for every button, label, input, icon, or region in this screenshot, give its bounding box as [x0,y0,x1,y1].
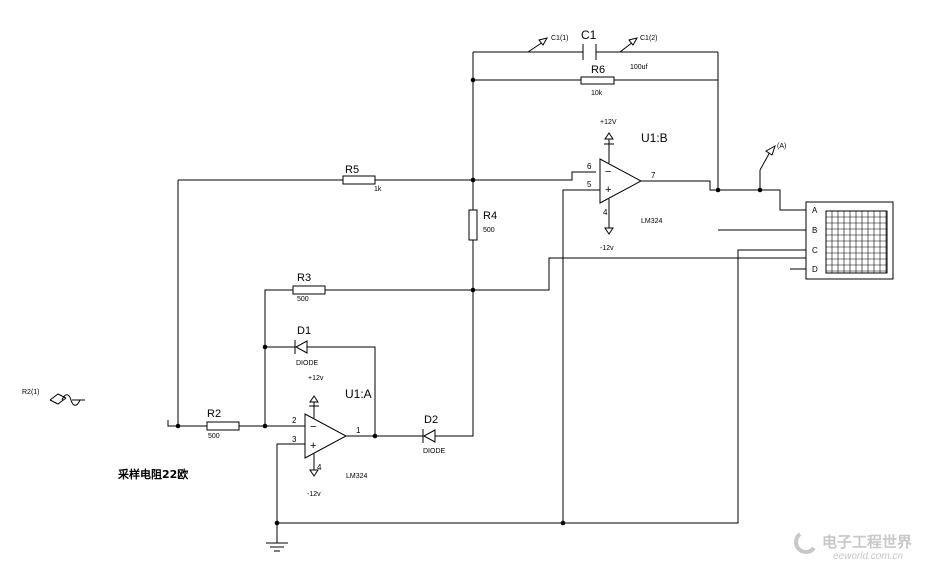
u1b-ref: U1:B [641,131,668,145]
scope-channel-d: D [812,265,818,274]
junction [262,344,268,350]
u1b-supply-pos: +12V [600,119,617,126]
oscilloscope-screen [825,210,888,274]
u1a-supply-neg: -12v [307,491,321,498]
r2-ref: R2 [207,408,221,420]
scope-channel-a: A [812,206,818,215]
junction [372,433,378,439]
junction [757,187,763,193]
r6-ref: R6 [591,64,605,76]
wire-d1 [265,346,376,436]
junction [274,520,280,526]
junction [470,77,476,83]
r6-value: 10k [591,90,603,97]
wire-ground-bus [276,249,810,543]
probe-r2-1-label: R2(1) [22,389,40,396]
r3-ref: R3 [297,272,311,284]
r5-value: 1k [374,186,382,193]
d2-ref: D2 [424,414,438,426]
opamp-u1a[interactable]: − + 2 3 1 4 U1:A LM324 +12v -12v [292,375,372,498]
u1b-pin7: 7 [651,171,656,180]
u1a-ref: U1:A [345,387,372,401]
wire-r5 [178,171,596,181]
d1-value: DIODE [296,360,319,367]
scope-channel-c: C [812,246,818,255]
opamp-u1b[interactable]: − + 6 5 7 4 U1:B LM324 +12V -12v [587,119,668,252]
junction [175,423,181,429]
u1b-pin4: 4 [603,208,608,217]
wire-input [72,180,305,427]
resistor-r5[interactable]: R5 1k [342,164,382,193]
resistor-r4[interactable]: R4 500 [468,209,497,241]
resistor-r3[interactable]: R3 500 [292,272,326,303]
c1-value: 100uf [630,64,648,71]
diode-d1[interactable]: D1 DIODE [294,325,319,367]
c1-ref: C1 [581,28,597,42]
probe-c1-2-label: C1(2) [640,35,658,42]
sampling-resistor-note: 采样电阻22欧 [117,467,188,481]
u1a-pin4: 4 [317,463,322,472]
u1a-minus: − [310,421,316,433]
d1-ref: D1 [297,325,311,337]
diode-d2[interactable]: D2 DIODE [422,414,446,455]
r4-value: 500 [483,227,495,234]
probe-c1-1-label: C1(1) [551,35,569,42]
junction [560,520,566,526]
u1a-plus: + [310,440,316,452]
u1b-supply-neg: -12v [600,245,614,252]
r4-ref: R4 [483,210,497,222]
junction [715,187,721,193]
watermark-icon [794,532,816,554]
probe-a[interactable]: (A) [759,143,786,171]
wire-r4-node [443,80,474,437]
u1a-pin2: 2 [292,416,297,425]
u1b-plus: + [605,184,611,196]
capacitor-c1[interactable]: C1 100uf [581,28,648,71]
wires [72,51,810,543]
watermark-logo: 电子工程世界 eeworld.com.cn [794,532,912,562]
probe-c1-1[interactable]: C1(1) [527,35,569,53]
watermark-en: eeworld.com.cn [833,551,903,562]
junction [470,177,476,183]
junction [262,423,268,429]
u1b-pin6: 6 [587,162,592,171]
d2-value: DIODE [423,448,446,455]
probe-a-label: (A) [777,143,786,150]
u1a-pin3: 3 [292,435,297,444]
wire-u1b-out [641,180,810,211]
u1a-pin1: 1 [356,426,361,435]
signal-source-r2-1[interactable]: R2(1) [22,389,81,406]
wire-r6-branch [473,79,719,190]
junction [470,287,476,293]
ground-symbol [266,542,288,552]
r5-ref: R5 [345,164,359,176]
wire-u1a-noninv [276,443,305,523]
u1a-value: LM324 [346,473,368,480]
u1a-supply-pos: +12v [308,375,324,382]
resistor-r6[interactable]: R6 10k [580,64,615,97]
oscilloscope-grid [826,211,887,273]
resistor-r2[interactable]: R2 500 [206,408,240,440]
r3-value: 500 [297,296,309,303]
wire-r3 [264,257,810,426]
junctions [175,77,763,526]
watermark-cn: 电子工程世界 [822,533,912,551]
wire-u1b-noninv [562,189,596,523]
u1b-value: LM324 [641,218,663,225]
u1b-minus: − [605,166,611,178]
probe-c1-2[interactable]: C1(2) [619,35,658,53]
oscilloscope[interactable]: A B C D [805,201,894,280]
r2-value: 500 [208,433,220,440]
u1b-pin5: 5 [587,180,592,189]
scope-channel-b: B [812,226,817,235]
